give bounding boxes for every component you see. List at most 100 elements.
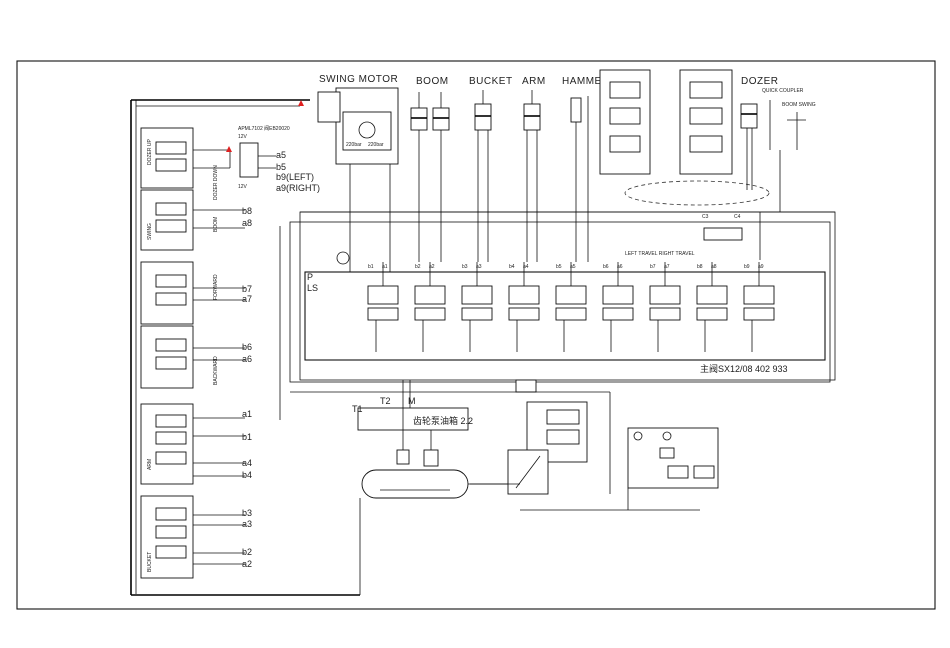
joystick-block: APML7102 阀EB20020 12V 12V — [226, 125, 290, 190]
valve-port-a: a3 — [476, 264, 482, 270]
valve-spool-lower — [696, 307, 728, 321]
arm-cylinder: ARM — [522, 76, 546, 262]
valve-section: b2 a2 — [414, 262, 446, 352]
hammer-label: HAMMER — [562, 76, 609, 87]
pilot-valve-ref: APML7102 阀EB20020 — [238, 125, 290, 132]
valve-section: b9 a9 — [743, 262, 775, 352]
port-b6: b6 — [242, 342, 252, 352]
valve-port-b: b5 — [556, 264, 562, 270]
warning-triangle-icon — [298, 100, 304, 106]
label-arm-side: ARM — [147, 459, 153, 470]
main-valve-part-no: 主阀SX12/08 402 933 — [700, 363, 788, 374]
valve-spool-lower — [367, 307, 399, 321]
valve-section: b8 a8 — [696, 262, 728, 352]
label-bucket-side: BUCKET — [147, 552, 153, 572]
valve-spool-lower — [414, 307, 446, 321]
valve-port-b: b8 — [697, 264, 703, 270]
valve-port-b: b9 — [744, 264, 750, 270]
port-b3: b3 — [242, 508, 252, 518]
valve-spool-lower — [649, 307, 681, 321]
travel-label: LEFT TRAVEL RIGHT TRAVEL — [625, 251, 695, 257]
port-p: P — [307, 272, 313, 282]
port-ls: LS — [307, 283, 318, 293]
port-a8: a8 — [242, 218, 252, 228]
valve-port-a: a8 — [711, 264, 717, 270]
port-a9-right: a9(RIGHT) — [276, 183, 320, 193]
swing-motor-group: SWING MOTOR 220bar 220bar — [298, 74, 399, 212]
port-a4: a4 — [242, 458, 252, 468]
valve-port-a: a2 — [429, 264, 435, 270]
valve-spool — [555, 285, 587, 305]
valve-spool-lower — [461, 307, 493, 321]
port-a3: a3 — [242, 519, 252, 529]
dozer-label: DOZER — [741, 76, 779, 87]
valve-spool — [649, 285, 681, 305]
port-a2: a2 — [242, 559, 252, 569]
valve-spool-lower — [555, 307, 587, 321]
port-c3: C3 — [702, 214, 709, 220]
gear-pump-reservoir — [357, 407, 469, 431]
left-port-labels: a5 b5 b9(LEFT) a9(RIGHT) b8 a8 b7 a7 b6 … — [242, 150, 320, 569]
valve-port-b: b6 — [603, 264, 609, 270]
label-dozer-down: DOZER DOWN — [213, 165, 219, 200]
pump-control-group — [470, 379, 588, 495]
valve-spool-lower — [743, 307, 775, 321]
valve-port-a: a7 — [664, 264, 670, 270]
port-b2: b2 — [242, 547, 252, 557]
warning-triangle-icon — [226, 146, 232, 152]
pilot-control-column: DOZER DOWN DOZER UP SWING BOOM FORWARD B… — [130, 99, 360, 596]
port-b5: b5 — [276, 162, 286, 172]
port-t2: T2 — [380, 396, 391, 406]
valve-spool — [696, 285, 728, 305]
port-b8: b8 — [242, 206, 252, 216]
pressure-gauge-icon — [336, 251, 350, 265]
valve-port-b: b7 — [650, 264, 656, 270]
boom-label: BOOM — [416, 76, 449, 87]
hammer-circuit: HAMMER — [562, 69, 651, 262]
label-boom-side: BOOM — [213, 217, 219, 232]
label-forward: FORWARD — [213, 274, 219, 300]
port-b7: b7 — [242, 284, 252, 294]
quick-coupler-label: QUICK COUPLER — [762, 88, 804, 94]
boom-swing-label: BOOM SWING — [782, 102, 816, 108]
valve-spool — [602, 285, 634, 305]
valve-spool — [414, 285, 446, 305]
valve-port-b: b4 — [509, 264, 515, 270]
valve-port-a: a9 — [758, 264, 764, 270]
valve-section: b6 a6 — [602, 262, 634, 352]
valve-port-b: b2 — [415, 264, 421, 270]
valve-section: b4 a4 — [508, 262, 540, 352]
right-filter-group — [627, 427, 719, 489]
bucket-label: BUCKET — [469, 76, 513, 87]
valve-spool-lower — [602, 307, 634, 321]
valve-section: b5 a5 — [555, 262, 587, 352]
travel-junction: C3 C4 LEFT TRAVEL RIGHT TRAVEL — [625, 214, 743, 257]
valve-port-a: a6 — [617, 264, 623, 270]
valve-port-a: a5 — [570, 264, 576, 270]
valve-spool — [461, 285, 493, 305]
port-a6: a6 — [242, 354, 252, 364]
valve-section: b7 a7 — [649, 262, 681, 352]
port-b4: b4 — [242, 470, 252, 480]
relief-bar-1: 220bar — [346, 142, 362, 148]
valve-port-a: a1 — [382, 264, 388, 270]
label-backward: BACKWARD — [213, 356, 219, 385]
port-m: M — [408, 396, 416, 406]
drawing-frame — [16, 60, 936, 610]
arm-label: ARM — [522, 76, 546, 87]
valve-spool-lower — [508, 307, 540, 321]
port-a7: a7 — [242, 294, 252, 304]
port-a5: a5 — [276, 150, 286, 160]
relief-bar-2: 220bar — [368, 142, 384, 148]
port-c4: C4 — [734, 214, 741, 220]
port-t1: T1 — [352, 404, 363, 414]
valve-port-a: a4 — [523, 264, 529, 270]
interconnects — [279, 150, 835, 595]
valve-spool — [508, 285, 540, 305]
valve-spool — [743, 285, 775, 305]
pilot-bundle-ellipse — [624, 180, 770, 206]
pump-label: 齿轮泵油箱 2.2 — [413, 415, 473, 426]
